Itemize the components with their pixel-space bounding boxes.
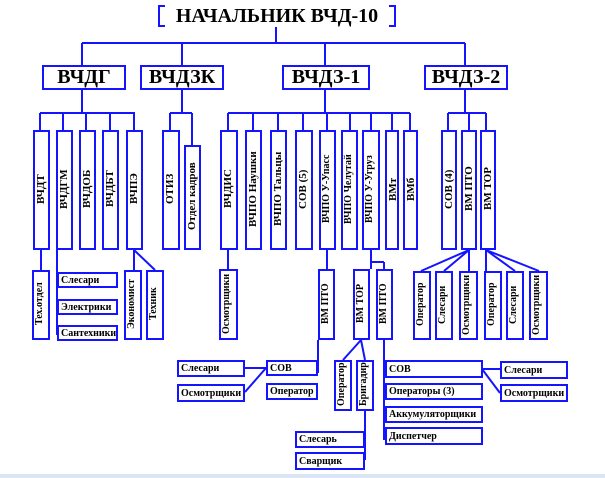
unit-vchdob: ВЧДОБ: [79, 130, 96, 250]
unit-vm-tor-ugruz: ВМ ТОР: [353, 269, 370, 340]
staff-technician: Техник: [146, 270, 164, 340]
unit-vchdz-2: ВЧДЗ-2: [424, 65, 508, 90]
staff-locksmiths-sov-ugruz: Слесари: [500, 361, 568, 379]
unit-vchdbt: ВЧДБТ: [102, 130, 119, 250]
unit-vchpe: ВЧПЭ: [126, 130, 143, 250]
unit-sov-4: СОВ (4): [441, 130, 457, 250]
staff-battery-workers: Аккумуляторщики: [385, 406, 483, 423]
staff-economist: Экономист: [124, 270, 142, 340]
staff-inspectors-sov-ugruz: Осмотрщики: [500, 384, 568, 402]
bottom-edge: [0, 474, 605, 478]
staff-welder-brigade: Сварщик: [295, 452, 365, 470]
staff-locksmiths: Слесари: [57, 272, 118, 288]
unit-vmb: ВМб: [403, 130, 418, 250]
unit-vchdzk: ВЧДЗК: [140, 65, 224, 90]
staff-operators-3: Операторы (3): [385, 383, 483, 400]
staff-inspectors-tor-2: Осмотрщики: [529, 271, 548, 340]
unit-vchdgm: ВЧДГМ: [56, 130, 73, 250]
unit-sov-ugruz: СОВ: [385, 360, 483, 378]
staff-inspectors-sov-upass: Осмотрщики: [177, 384, 245, 402]
unit-hr-department: Отдел кадров: [184, 145, 201, 250]
unit-vchdt: ВЧДТ: [33, 130, 50, 250]
staff-operator-tor: Оператор: [334, 360, 352, 411]
unit-vchdg: ВЧДГ: [42, 65, 126, 90]
staff-locksmiths-tor-2: Слесари: [506, 271, 524, 340]
unit-vm-tor-2: ВМ ТОР: [480, 130, 496, 250]
unit-vm-pto-upass: ВМ ПТО: [318, 269, 335, 340]
staff-locksmiths-pto-2: Слесари: [435, 271, 453, 340]
unit-vchdis: ВЧДИС: [220, 130, 238, 250]
unit-vmt: ВМт: [385, 130, 399, 250]
unit-vchpo-u-ugruz: ВЧПО У-Угруз: [362, 130, 380, 250]
unit-vm-pto-ugruz: ВМ ПТО: [376, 269, 393, 340]
unit-vchpo-chelutai: ВЧПО Челутай: [341, 130, 358, 250]
unit-vm-pto-2: ВМ ПТО: [461, 130, 477, 250]
staff-operator-upass: Оператор: [266, 383, 318, 400]
unit-vchpo-taltsy: ВЧПО Тальцы: [270, 130, 287, 250]
unit-tech-department: Тех.отдел: [32, 270, 50, 340]
unit-vchpo-u-upass: ВЧПО У-Упасс: [319, 130, 336, 250]
staff-locksmith-brigade: Слесарь: [295, 431, 365, 448]
staff-inspectors-pto-2: Осмотрщики: [459, 271, 478, 340]
unit-sov-upass: СОВ: [266, 360, 318, 376]
staff-inspectors-vchdis: Осмотрщики: [219, 269, 238, 340]
staff-operator-tor-2: Оператор: [484, 271, 502, 340]
unit-vchpo-naushki: ВЧПО Наушки: [245, 130, 262, 250]
staff-locksmiths-sov-upass: Слесари: [177, 360, 245, 377]
staff-plumbers: Сантехники: [57, 325, 118, 341]
unit-sov-5: СОВ (5): [295, 130, 313, 250]
unit-vchdz-1: ВЧДЗ-1: [282, 65, 370, 90]
staff-electricians: Электрики: [57, 299, 118, 315]
staff-dispatcher: Диспетчер: [385, 427, 483, 445]
unit-otiz: ОТИЗ: [162, 130, 180, 250]
staff-foreman-tor: Бригадир: [356, 360, 374, 411]
chart-title-chief: НАЧАЛЬНИК ВЧД-10: [158, 5, 396, 27]
staff-operator-pto-2: Оператор: [413, 271, 431, 340]
